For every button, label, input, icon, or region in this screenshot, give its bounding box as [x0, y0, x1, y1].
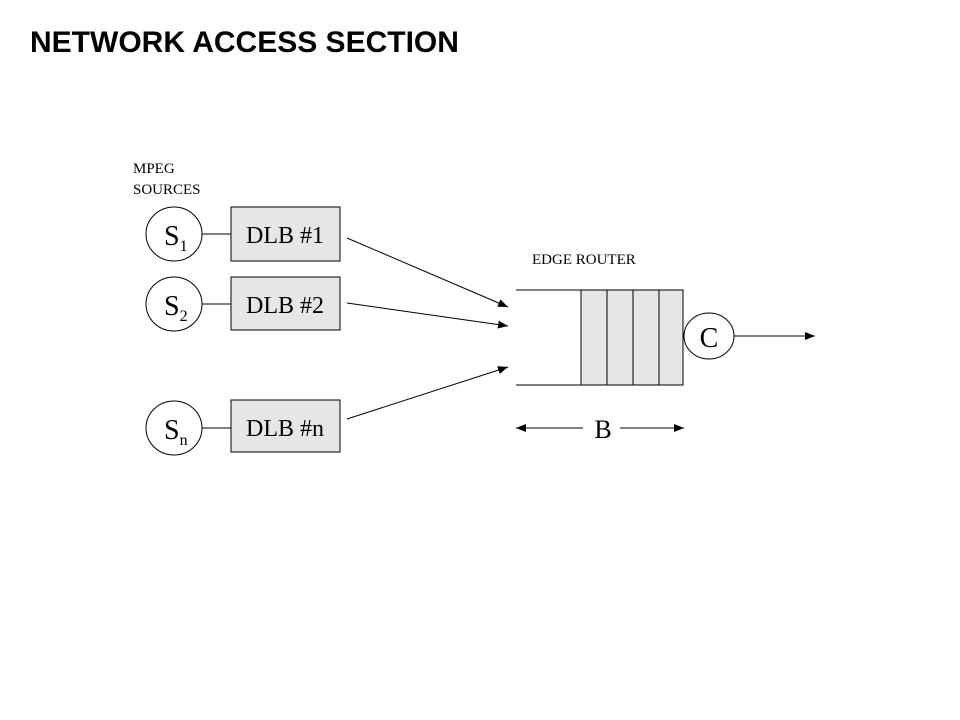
dlb-n-label: DLB #n	[246, 416, 324, 442]
source-2: S2 DLB #2	[145, 276, 509, 332]
source-1-label: S1	[164, 221, 188, 255]
buffer-size-indicator: B	[516, 415, 684, 444]
router-label: EDGE ROUTER	[532, 252, 636, 268]
buffer-slot	[580, 289, 608, 386]
source-n-label: Sn	[164, 415, 188, 449]
dlb-n-arrow	[346, 366, 509, 420]
dlb-2-arrow	[346, 302, 509, 329]
buffer-slot	[658, 289, 684, 386]
page-title: NETWORK ACCESS SECTION	[30, 26, 459, 59]
dlb-2-box	[230, 276, 341, 331]
server: C	[683, 312, 815, 360]
source-1: S1 DLB #1	[145, 206, 509, 308]
sources-label-line-1: MPEG	[133, 161, 175, 177]
dlb-1-label: DLB #1	[246, 223, 324, 249]
dlb-2-label: DLB #2	[246, 293, 324, 319]
dlb-1-box	[230, 206, 341, 262]
buffer-size-label: B	[594, 415, 611, 444]
router-buffer	[516, 289, 684, 386]
buffer-slot	[632, 289, 660, 386]
server-label: C	[700, 323, 719, 354]
source-2-label: S2	[164, 291, 188, 325]
dlb-n-box	[230, 399, 341, 453]
source-n: Sn DLB #n	[145, 366, 509, 456]
sources-label-line-2: SOURCES	[133, 182, 201, 198]
dlb-1-arrow	[346, 237, 509, 308]
buffer-slot	[606, 289, 634, 386]
